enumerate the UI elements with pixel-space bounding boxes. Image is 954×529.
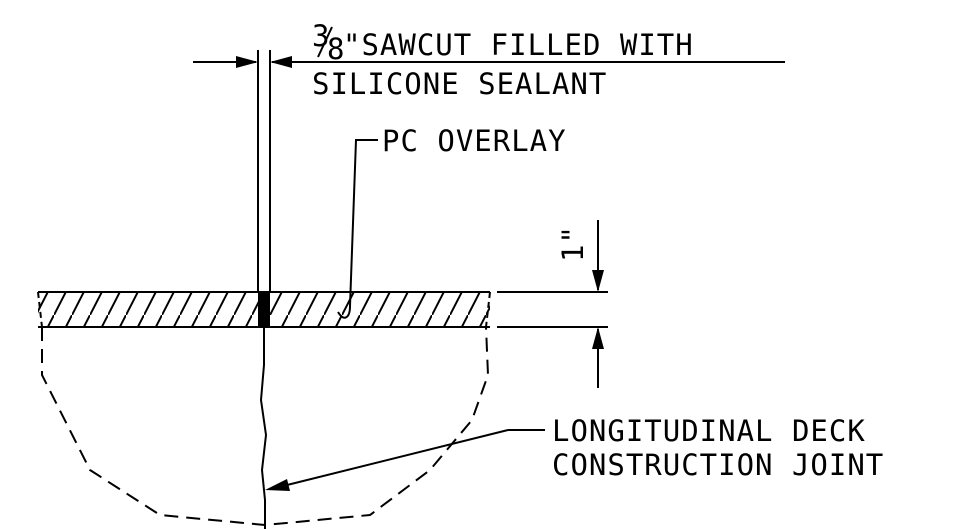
sawcut-dimension-arrows (193, 56, 785, 68)
svg-text:8: 8 (327, 32, 345, 66)
svg-text:SILICONE SEALANT: SILICONE SEALANT (312, 67, 607, 101)
thickness-label: 1" (556, 225, 590, 262)
sawcut-sealant (258, 292, 270, 327)
pc-overlay-label: PC OVERLAY (382, 124, 567, 158)
svg-text:CONSTRUCTION JOINT: CONSTRUCTION JOINT (552, 448, 884, 482)
svg-text:3: 3 (312, 19, 330, 53)
sawcut-label: 3 8 "SAWCUT FILLED WITH SILICONE SEALANT (312, 19, 694, 101)
construction-joint-line (259, 327, 268, 529)
existing-deck-outline (41, 326, 490, 527)
joint-leader (265, 429, 545, 491)
joint-label: LONGITUDINAL DECK CONSTRUCTION JOINT (552, 414, 884, 482)
pc-overlay-leader (337, 139, 378, 319)
thickness-dimension (497, 220, 608, 388)
svg-text:LONGITUDINAL DECK: LONGITUDINAL DECK (552, 414, 866, 448)
svg-text:"SAWCUT FILLED WITH: "SAWCUT FILLED WITH (343, 28, 694, 62)
